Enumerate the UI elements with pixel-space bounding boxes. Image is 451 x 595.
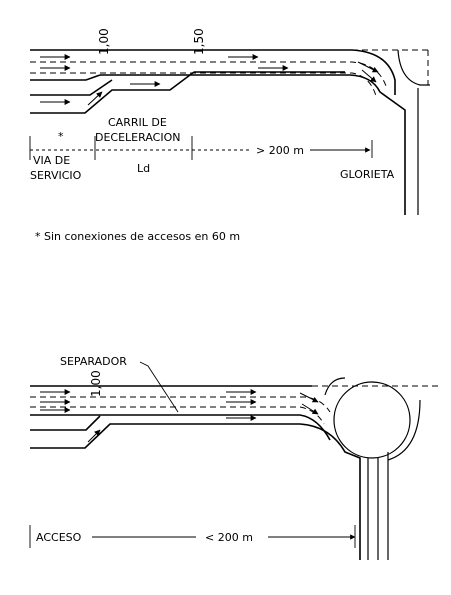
bottom-separator <box>30 414 331 441</box>
top-distance: > 200 m <box>256 144 304 157</box>
top-diagram: 1,00 1,50 * CARRIL DE DECELERACION > 200… <box>29 28 430 215</box>
top-arrow-4 <box>87 91 103 106</box>
top-width-label-1: 1,00 <box>97 28 111 55</box>
bottom-roundabout-island <box>333 381 411 459</box>
bottom-distance: < 200 m <box>205 531 253 544</box>
bottom-roundabout-outer <box>324 377 346 396</box>
top-roundabout-island <box>397 49 430 86</box>
top-arrow-9 <box>361 69 377 83</box>
bottom-arrow-4 <box>87 429 101 443</box>
top-lane-line-2 <box>30 72 377 97</box>
top-carril-line1: CARRIL DE <box>108 116 167 129</box>
bottom-arrow-8 <box>299 392 319 403</box>
bottom-diagram: SEPARADOR 1,00 ACCESO < 200 m <box>29 355 440 560</box>
top-service-road-upper <box>30 79 113 96</box>
top-ld: Ld <box>137 162 150 175</box>
bottom-acceso-label: ACCESO <box>36 531 82 544</box>
bottom-width-label: 1,00 <box>89 370 103 397</box>
top-separator-edge <box>30 74 101 81</box>
top-arrow-8 <box>357 61 379 73</box>
top-lane-line-1 <box>30 61 387 87</box>
top-glorieta: GLORIETA <box>340 168 395 181</box>
bottom-separador-leader <box>139 361 179 413</box>
bottom-access-lower <box>30 423 361 560</box>
bottom-separador-label: SEPARADOR <box>60 355 127 368</box>
bottom-lane-line-1 <box>30 396 331 413</box>
top-via-line1: VIA DE <box>33 154 70 167</box>
top-carril-line2: DECELERACION <box>95 131 180 144</box>
top-via-line2: SERVICIO <box>30 169 82 182</box>
top-asterisk: * <box>58 130 64 143</box>
top-lane-divider <box>100 74 406 215</box>
note-text: * Sin conexiones de accesos en 60 m <box>35 230 240 243</box>
top-width-label-2: 1,50 <box>192 28 206 55</box>
top-service-road-lower <box>30 71 195 114</box>
bottom-access-upper <box>30 415 101 431</box>
bottom-arrow-9 <box>301 403 319 415</box>
bottom-roundabout-outer-right <box>387 399 421 461</box>
